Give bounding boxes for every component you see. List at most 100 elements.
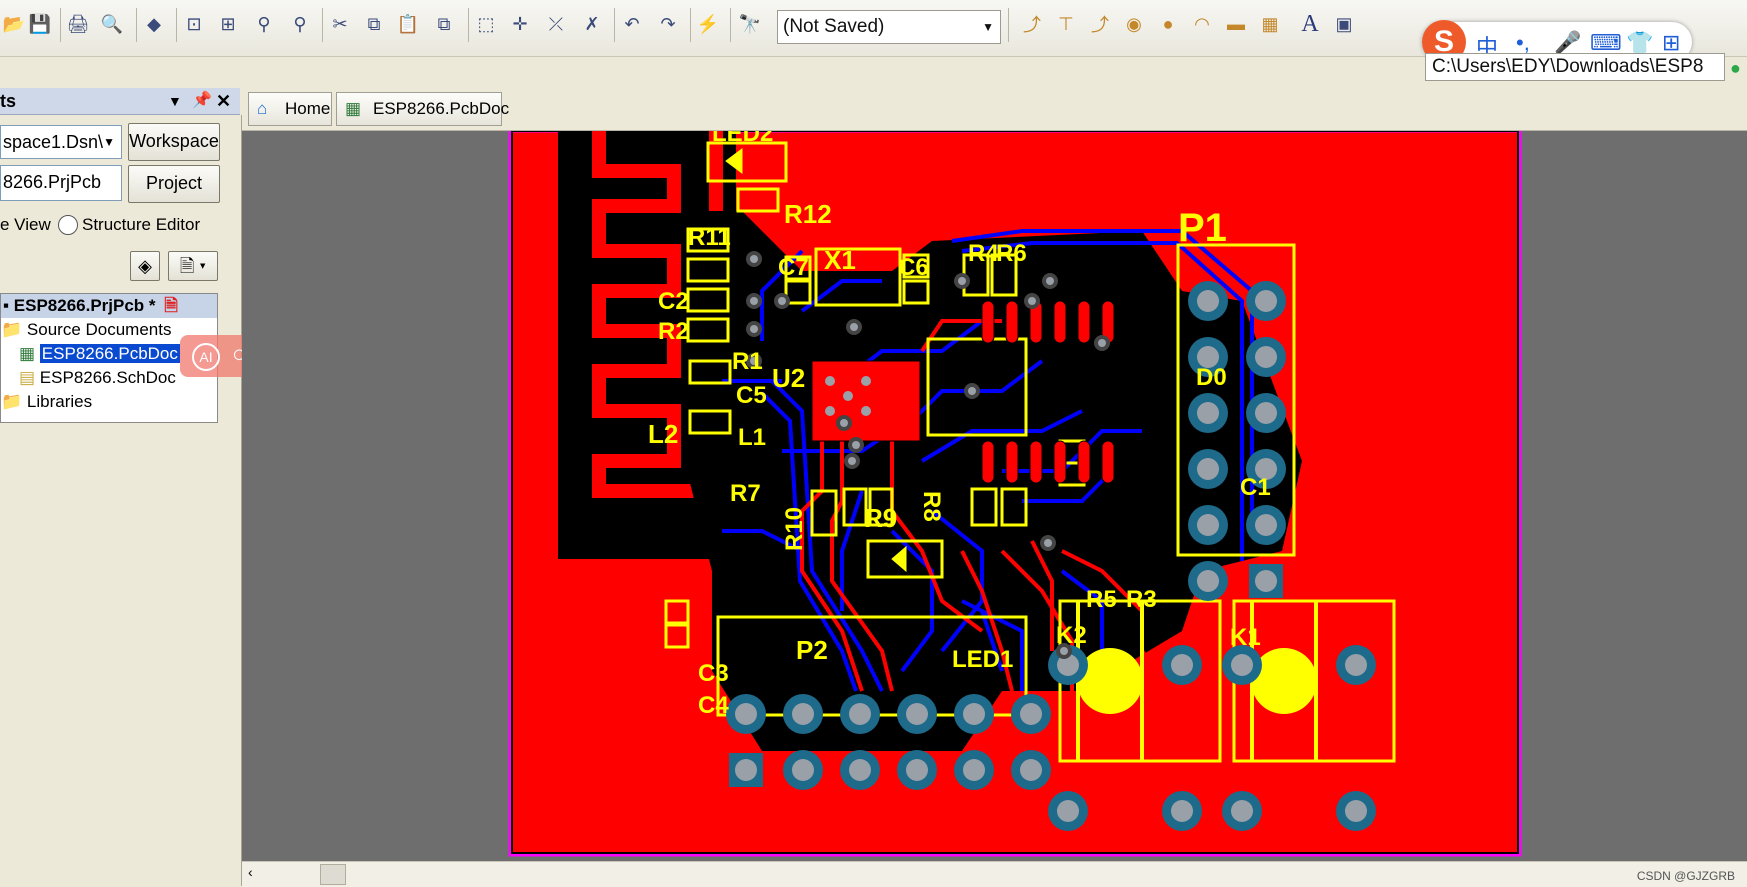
via-hole-3 [750,357,758,365]
clear-selection-icon[interactable]: ✗ [584,13,600,34]
layers-icon[interactable]: ◆ [147,13,161,34]
workspace-select[interactable]: space1.Dsn\ ▼ [0,125,122,159]
pin-icon[interactable]: 📌 [192,92,212,109]
route-diff-pair-icon[interactable]: ⊤ [1058,13,1074,34]
trace-bottom-6 [920,409,1083,463]
modified-document-icon: 🗎 [164,296,178,315]
document-state-select[interactable]: (Not Saved) ▼ [777,10,1001,44]
silk-outline-6 [784,255,812,281]
print-icon[interactable]: 🖨 [66,13,90,34]
via-hole-7 [968,387,976,395]
redo-icon[interactable]: ↷ [660,13,676,34]
scrollbar-thumb[interactable] [320,864,346,885]
designator-c7: C7 [778,254,809,281]
tab-home[interactable]: ⌂ Home [248,92,332,126]
trace-bottom-17 [980,610,1004,672]
silk-outline-15 [926,337,1028,437]
panel-menu-chevron-icon[interactable]: ▼ [168,93,182,109]
trace-bottom-3 [760,391,858,692]
switch-pin-5-hole [1345,654,1367,676]
keyboard-icon[interactable]: ⌨ [1590,30,1622,55]
p1-pin-a1-hole [1197,346,1219,368]
zoom-selected-icon[interactable]: ⚲ [257,13,271,34]
p2-pin-b5-hole [1020,759,1042,781]
rubber-stamp-icon[interactable]: ⧉ [437,13,451,34]
route-multiple-icon[interactable]: ⤴ [1091,15,1109,35]
project-button[interactable]: Project [128,165,220,203]
project-field[interactable]: 8266.PrjPcb [0,165,122,201]
p2-pin-a4-hole [963,703,985,725]
browse-components-icon[interactable]: 🔭 [738,13,762,34]
save-icon[interactable]: 💾 [28,13,52,34]
tree-item-libraries[interactable]: 📁 Libraries [1,390,217,414]
paste-icon[interactable]: 📋 [396,13,420,34]
tree-item-pcbdoc[interactable]: ▦ ESP8266.PcbDoc [1,342,217,366]
qfn-chip-body [811,360,921,442]
workspace-value: space1.Dsn\ [3,132,104,152]
place-fill-icon[interactable]: ▬ [1227,13,1245,34]
tab-pcbdoc[interactable]: ▦ ESP8266.PcbDoc [336,92,509,126]
tab-label: ESP8266.PcbDoc [373,99,510,118]
close-icon[interactable]: ✕ [216,91,232,111]
scroll-left-icon[interactable]: ‹ [248,864,253,880]
designator-r4: R4 [968,240,999,267]
move-icon[interactable]: ✛ [512,13,528,34]
silk-outline-21 [970,487,998,527]
select-area-icon[interactable]: ⬚ [477,13,495,34]
silk-outline-2 [686,227,730,253]
workspace-button[interactable]: Workspace [128,123,220,161]
place-component-icon[interactable]: ▣ [1335,13,1353,34]
place-via-icon[interactable]: ● [1162,13,1174,34]
switch-pin-4-hole [1231,654,1253,676]
via-hole-0 [750,255,758,263]
keepout-line [511,131,1519,854]
mic-icon[interactable]: 🎤 [1554,30,1582,55]
tree-item-project[interactable]: ▪ ESP8266.PrjPcb * 🗎 [1,294,217,318]
copy-icon[interactable]: ⧉ [367,13,381,34]
p2-pin-b0-hole [735,759,757,781]
tree-item-schdoc[interactable]: ▤ ESP8266.SchDoc [1,366,217,390]
trace-bottom-11 [1022,469,1114,503]
apps-icon[interactable]: ⊞ [1662,30,1681,55]
cross-probe-icon[interactable]: ⚡ [696,13,720,34]
trace-top-1 [830,421,894,692]
projects-panel: space1.Dsn\ ▼ Workspace 8266.PrjPcb Proj… [0,115,272,886]
place-polygon-icon[interactable]: ▦ [1261,13,1279,34]
project-options-icon[interactable]: ◈ [130,251,160,281]
place-arc-icon[interactable]: ◠ [1194,13,1210,34]
select-deselect-icon[interactable]: ⤫ [548,13,564,34]
designator-c5: C5 [736,382,767,409]
add-document-icon[interactable]: 🗎 ▾ [168,251,218,281]
home-icon: ⌂ [257,99,268,118]
shirt-icon[interactable]: 👕 [1626,30,1654,55]
path-value: C:\Users\EDY\Downloads\ESP8 [1432,56,1704,77]
trace-top-6 [1030,540,1054,651]
path-select[interactable]: C:\Users\EDY\Downloads\ESP8 [1425,53,1725,81]
undo-icon[interactable]: ↶ [624,13,640,34]
module-pad-bottom-1 [1005,440,1019,484]
zoom-area-icon[interactable]: ⊞ [220,13,236,34]
go-icon[interactable]: ● [1730,58,1741,78]
p2-pin-a5-hole [1020,703,1042,725]
punctuation-button[interactable]: •, [1516,30,1530,55]
tab-label: Home [285,99,331,118]
tree-item-source-documents[interactable]: 📁 Source Documents [1,318,217,342]
led1-symbol [891,545,907,573]
print-preview-icon[interactable]: 🔍 [100,13,124,34]
project-tree: ▪ ESP8266.PrjPcb * 🗎 📁 Source Documents … [0,293,218,423]
structure-editor-radio[interactable] [58,215,78,235]
zoom-filtered-icon[interactable]: ⚲ [293,13,307,34]
interactive-route-icon[interactable]: ⤴ [1023,15,1041,35]
zoom-fit-icon[interactable]: ⊡ [186,13,202,34]
qfn-thermal-via-0 [825,376,835,386]
via-hole-14 [852,441,860,449]
cut-icon[interactable]: ✂ [332,13,348,34]
designator-r11: R11 [688,224,731,251]
place-pad-icon[interactable]: ◉ [1126,13,1142,34]
place-string-icon[interactable]: A [1301,10,1319,37]
horizontal-scrollbar[interactable]: ‹ CSDN @GJZGRB [242,861,1747,887]
open-icon[interactable]: 📂 [2,13,26,34]
trace-bottom-7 [930,509,984,653]
